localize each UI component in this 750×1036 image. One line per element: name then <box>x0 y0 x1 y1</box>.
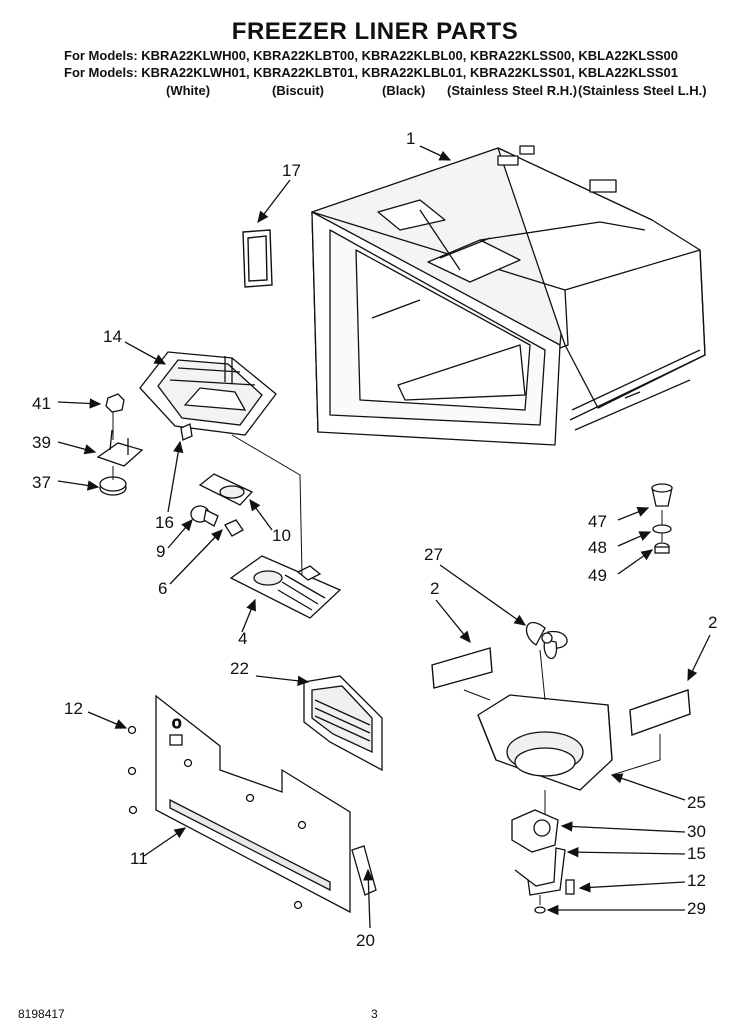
callout-20: 20 <box>356 931 375 950</box>
callout-10: 10 <box>272 526 291 545</box>
callout-2-right: 2 <box>708 613 717 632</box>
part-10-cover <box>198 473 254 506</box>
color-biscuit: (Biscuit) <box>272 83 324 98</box>
callout-4: 4 <box>238 629 247 648</box>
part-4-diffuser <box>229 555 342 619</box>
part-16-clip <box>180 423 193 441</box>
callout-49: 49 <box>588 566 607 585</box>
page-title: FREEZER LINER PARTS <box>231 18 519 45</box>
part-39-bracket <box>96 429 144 467</box>
part-47-grommet <box>651 483 673 507</box>
callout-1: 1 <box>406 129 415 148</box>
color-white: (White) <box>166 83 211 98</box>
leader-arrows <box>57 145 711 929</box>
callout-6: 6 <box>158 579 167 598</box>
models-line-2: For Models: KBRA22KLWH01, KBRA22KLBT01, … <box>64 65 679 80</box>
part-41-clip <box>105 393 125 413</box>
color-stainless-rh: (Stainless Steel R.H.) <box>447 83 578 98</box>
callout-9: 9 <box>156 542 165 561</box>
part-11-cover-panel: o <box>155 694 351 914</box>
callout-37: 37 <box>32 473 51 492</box>
models-line-1: For Models: KBRA22KLWH00, KBRA22KLBT00, … <box>64 48 679 63</box>
part-6-socket <box>224 519 244 537</box>
callout-2-left: 2 <box>430 579 439 598</box>
callout-16: 16 <box>155 513 174 532</box>
part-2-pads <box>431 647 691 736</box>
callout-labels: 1 17 14 41 39 37 16 10 9 6 4 47 48 49 27… <box>32 129 717 950</box>
callout-47: 47 <box>588 512 607 531</box>
callout-22: 22 <box>230 659 249 678</box>
page-number: 3 <box>371 1007 378 1021</box>
part-49-cap <box>654 542 670 554</box>
callout-15: 15 <box>687 844 706 863</box>
part-30-fan-motor <box>511 809 559 853</box>
part-15-bracket <box>514 847 566 896</box>
part-22-damper <box>303 675 383 772</box>
callout-30: 30 <box>687 822 706 841</box>
callout-17: 17 <box>282 161 301 180</box>
freezer-liner-part <box>311 145 706 446</box>
part-29-washer <box>534 906 546 914</box>
callout-41: 41 <box>32 394 51 413</box>
part-27-fan-blade <box>525 621 568 660</box>
callout-11: 11 <box>130 849 148 868</box>
part-9-bulb <box>190 505 219 527</box>
callout-29: 29 <box>687 899 706 918</box>
part-14-tray-assembly <box>139 351 277 436</box>
color-stainless-lh: (Stainless Steel L.H.) <box>578 83 707 98</box>
part-25-fan-housing <box>477 694 613 791</box>
callout-48: 48 <box>588 538 607 557</box>
callout-14: 14 <box>103 327 122 346</box>
part-17-pad <box>242 229 273 288</box>
callout-12-left: 12 <box>64 699 83 718</box>
part-12-screw-right <box>565 879 575 895</box>
part-48-ring <box>652 524 672 534</box>
connector-lines <box>112 412 663 905</box>
part-20-strip <box>351 845 377 896</box>
screw-parts <box>127 725 307 910</box>
svg-text:o: o <box>172 713 181 732</box>
callout-27: 27 <box>424 545 443 564</box>
callout-12-right: 12 <box>687 871 706 890</box>
doc-number: 8198417 <box>18 1007 65 1021</box>
callout-39: 39 <box>32 433 51 452</box>
callout-25: 25 <box>687 793 706 812</box>
color-black: (Black) <box>382 83 426 98</box>
